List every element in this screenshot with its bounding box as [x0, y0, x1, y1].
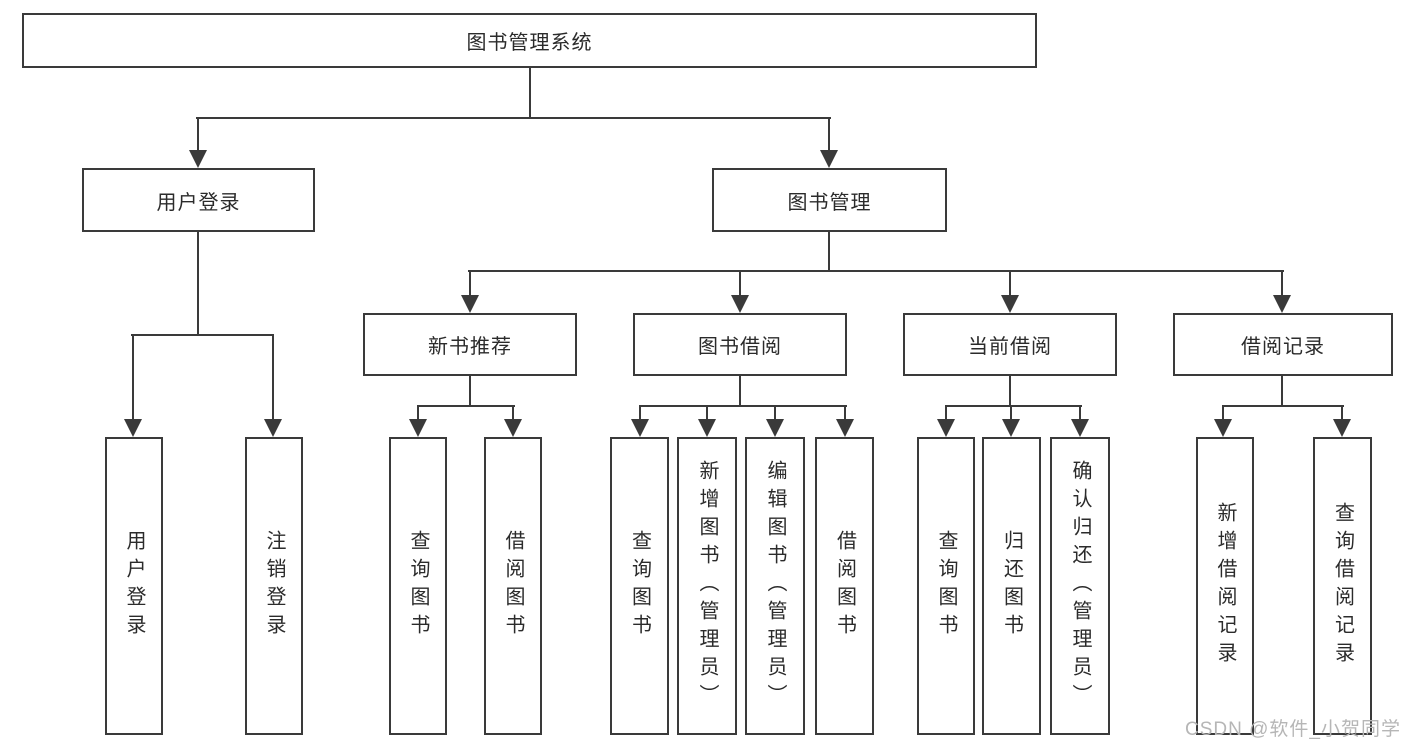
connector-line	[417, 405, 515, 407]
leaf-br-add-record-label: 新增借阅记录	[1214, 502, 1236, 670]
node-book-borrow: 图书借阅	[633, 313, 847, 376]
arrow-down-icon	[409, 419, 427, 437]
connector-line	[1222, 405, 1344, 407]
connector-line	[468, 270, 1284, 272]
connector-line	[1222, 405, 1224, 421]
connector-line	[774, 405, 776, 421]
connector-line	[739, 374, 741, 407]
connector-line	[945, 405, 1082, 407]
leaf-nbr-query-books: 查询图书	[389, 437, 447, 735]
leaf-bb-edit-books-admin: 编辑图书（管理员）	[745, 437, 805, 735]
connector-line	[197, 117, 199, 152]
leaf-logout: 注销登录	[245, 437, 303, 735]
arrow-down-icon	[504, 419, 522, 437]
node-book-management: 图书管理	[712, 168, 947, 232]
node-root-label: 图书管理系统	[466, 32, 593, 54]
node-new-book-recommend-label: 新书推荐	[428, 336, 512, 358]
watermark: CSDN @软件_小贺同学	[1185, 719, 1401, 740]
node-user-login-label: 用户登录	[156, 191, 241, 214]
node-root: 图书管理系统	[22, 13, 1037, 68]
arrow-down-icon	[1273, 295, 1291, 313]
leaf-br-query-record: 查询借阅记录	[1313, 437, 1372, 735]
connector-line	[469, 270, 471, 297]
leaf-nbr-borrow-books-label: 借阅图书	[502, 530, 524, 642]
connector-line	[706, 405, 708, 421]
connector-line	[639, 405, 641, 421]
connector-line	[828, 117, 830, 152]
node-new-book-recommend: 新书推荐	[363, 313, 577, 376]
node-borrow-records: 借阅记录	[1173, 313, 1393, 376]
leaf-user-login-label: 用户登录	[123, 530, 145, 642]
node-book-borrow-label: 图书借阅	[698, 336, 782, 358]
connector-line	[512, 405, 514, 421]
connector-line	[828, 230, 830, 272]
connector-line	[1341, 405, 1343, 421]
leaf-cb-query-books-label: 查询图书	[935, 530, 957, 642]
connector-line	[844, 405, 846, 421]
connector-line	[1010, 405, 1012, 421]
leaf-bb-query-books: 查询图书	[610, 437, 669, 735]
leaf-cb-return-books: 归还图书	[982, 437, 1041, 735]
node-user-login: 用户登录	[82, 168, 315, 232]
arrow-down-icon	[1071, 419, 1089, 437]
connector-line	[417, 405, 419, 421]
arrow-down-icon	[766, 419, 784, 437]
leaf-bb-edit-books-admin-label: 编辑图书（管理员）	[764, 460, 786, 712]
connector-line	[1079, 405, 1081, 421]
connector-line	[1281, 374, 1283, 407]
leaf-bb-add-books-admin: 新增图书（管理员）	[677, 437, 737, 735]
arrow-down-icon	[124, 419, 142, 437]
leaf-bb-add-books-admin-label: 新增图书（管理员）	[696, 460, 718, 712]
node-borrow-records-label: 借阅记录	[1241, 336, 1325, 358]
leaf-br-add-record: 新增借阅记录	[1196, 437, 1254, 735]
leaf-cb-query-books: 查询图书	[917, 437, 975, 735]
connector-line	[1009, 374, 1011, 407]
arrow-down-icon	[631, 419, 649, 437]
leaf-nbr-query-books-label: 查询图书	[407, 530, 429, 642]
arrow-down-icon	[1002, 419, 1020, 437]
connector-line	[1281, 270, 1283, 297]
arrow-down-icon	[1333, 419, 1351, 437]
leaf-nbr-borrow-books: 借阅图书	[484, 437, 542, 735]
leaf-cb-confirm-return-admin-label: 确认归还（管理员）	[1069, 460, 1091, 712]
node-book-management-label: 图书管理	[787, 191, 872, 214]
connector-line	[529, 66, 531, 119]
connector-line	[639, 405, 847, 407]
arrow-down-icon	[264, 419, 282, 437]
connector-line	[945, 405, 947, 421]
leaf-user-login: 用户登录	[105, 437, 163, 735]
arrow-down-icon	[937, 419, 955, 437]
arrow-down-icon	[189, 150, 207, 168]
arrow-down-icon	[731, 295, 749, 313]
arrow-down-icon	[1001, 295, 1019, 313]
arrow-down-icon	[698, 419, 716, 437]
leaf-cb-return-books-label: 归还图书	[1000, 530, 1023, 642]
leaf-bb-query-books-label: 查询图书	[628, 530, 651, 642]
connector-line	[131, 334, 274, 336]
connector-line	[196, 117, 831, 119]
arrow-down-icon	[461, 295, 479, 313]
connector-line	[197, 230, 199, 336]
leaf-bb-borrow-books: 借阅图书	[815, 437, 874, 735]
connector-line	[739, 270, 741, 297]
node-current-borrow-label: 当前借阅	[968, 336, 1052, 358]
leaf-logout-label: 注销登录	[263, 530, 285, 642]
node-current-borrow: 当前借阅	[903, 313, 1117, 376]
leaf-cb-confirm-return-admin: 确认归还（管理员）	[1050, 437, 1110, 735]
connector-line	[1009, 270, 1011, 297]
leaf-bb-borrow-books-label: 借阅图书	[833, 530, 856, 642]
arrow-down-icon	[1214, 419, 1232, 437]
connector-line	[272, 334, 274, 421]
arrow-down-icon	[836, 419, 854, 437]
leaf-br-query-record-label: 查询借阅记录	[1331, 502, 1354, 670]
connector-line	[132, 334, 134, 421]
connector-line	[469, 374, 471, 407]
arrow-down-icon	[820, 150, 838, 168]
